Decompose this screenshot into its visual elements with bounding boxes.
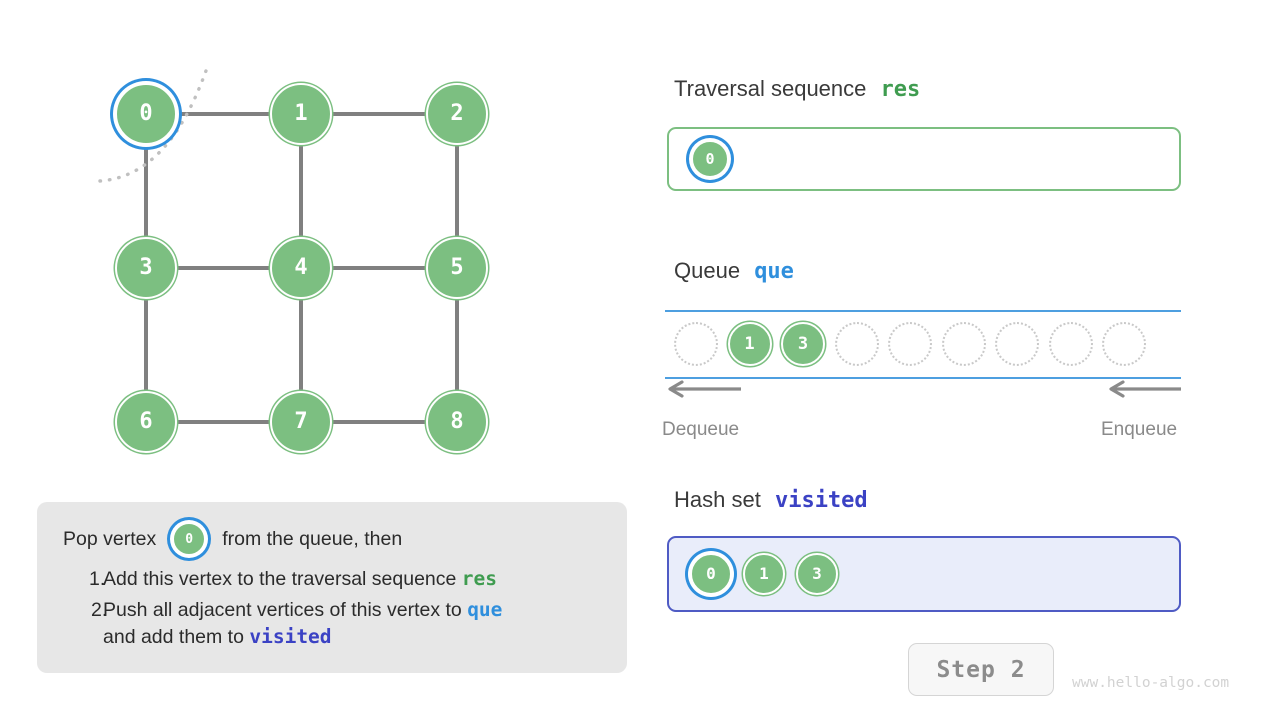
queue-rail-top (665, 310, 1181, 312)
queue-title-code: que (754, 259, 794, 284)
inline-vertex-badge: 0 (172, 522, 207, 556)
explanation-box: Pop vertex 0 from the queue, then 1.Add … (37, 502, 627, 673)
graph-node-1[interactable]: 1 (270, 83, 332, 145)
enqueue-label: Enqueue (1101, 419, 1178, 440)
res-title-text: Traversal sequence (674, 76, 867, 101)
queue-item-3: 3 (781, 322, 825, 366)
queue-section-title: Queue que (674, 258, 794, 284)
explanation-step-2: 2.Push all adjacent vertices of this ver… (63, 597, 609, 651)
res-title-code: res (880, 77, 921, 102)
visited-item-3: 3 (796, 553, 838, 595)
queue-empty-slot-3 (834, 322, 879, 366)
step-2-text: Push all adjacent vertices of this verte… (103, 598, 468, 621)
queue-empty-slot-8 (1102, 322, 1146, 366)
graph-node-0[interactable]: 0 (115, 83, 177, 145)
graph-node-6[interactable]: 6 (115, 391, 177, 453)
graph-node-7[interactable]: 7 (270, 391, 332, 453)
visited-item-0: 0 (690, 553, 732, 595)
step-2-code-visited: visited (249, 624, 332, 648)
enqueue-arrow-head (1109, 380, 1125, 398)
step-1-code-res: res (461, 567, 498, 590)
res-section-title: Traversal sequence res (674, 76, 920, 102)
queue-item-1: 1 (727, 322, 772, 366)
dequeue-arrow-head (668, 380, 684, 398)
watermark: www.hello-algo.com (1072, 675, 1230, 691)
explanation-headline: Pop vertex 0 from the queue, then (63, 522, 611, 556)
graph-diagram: 0 1 2 3 4 5 6 7 8 (0, 0, 640, 500)
step-badge: Step 2 (908, 643, 1054, 696)
step-2-text-line2: and add them to (103, 625, 250, 648)
graph-node-4[interactable]: 4 (270, 237, 332, 299)
visited-title-code: visited (774, 488, 868, 513)
visited-item-1: 1 (743, 553, 785, 595)
queue-empty-slot-7 (1048, 322, 1093, 366)
queue-rail-bottom (665, 377, 1181, 379)
queue-empty-slot-6 (995, 322, 1039, 366)
graph-node-2[interactable]: 2 (426, 83, 488, 145)
visited-section-title: Hash set visited (674, 487, 868, 513)
from-queue-text: from the queue, then (222, 527, 403, 550)
queue-empty-slot-5 (941, 322, 986, 366)
explanation-steps: 1.Add this vertex to the traversal seque… (63, 566, 609, 655)
cut-curve-dotted (98, 66, 209, 183)
queue-empty-slot-4 (888, 322, 932, 366)
res-item-0: 0 (691, 140, 729, 178)
pop-vertex-text: Pop vertex (63, 527, 157, 550)
step-1-number: 1. (89, 568, 106, 590)
queue-empty-slot-0 (674, 322, 718, 366)
queue-direction-arrows (668, 380, 1181, 398)
graph-node-3[interactable]: 3 (115, 237, 177, 299)
step-2-number: 2. (91, 598, 108, 621)
step-2-code-que: que (467, 597, 503, 621)
step-1-text: Add this vertex to the traversal sequenc… (103, 568, 462, 590)
inline-vertex-node: 0 (172, 522, 207, 556)
explanation-step-1: 1.Add this vertex to the traversal seque… (63, 566, 609, 593)
visited-title-text: Hash set (674, 487, 761, 512)
dequeue-label: Dequeue (662, 419, 740, 440)
queue-title-text: Queue (674, 258, 741, 283)
graph-node-8[interactable]: 8 (426, 391, 488, 453)
res-container: 0 (667, 127, 1181, 191)
graph-node-5[interactable]: 5 (426, 237, 488, 299)
